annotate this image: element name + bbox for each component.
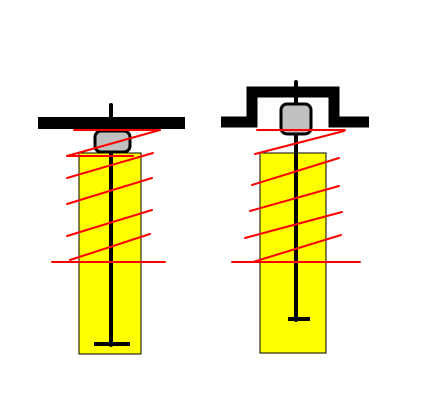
right-bracket <box>221 86 369 128</box>
right-assembly <box>221 80 369 354</box>
left-assembly <box>38 103 185 355</box>
left-nut <box>93 129 132 154</box>
right-spring-coil <box>231 129 361 263</box>
right-nut <box>279 102 313 136</box>
left-spring-coil <box>51 129 166 263</box>
left-top-plate <box>38 117 185 129</box>
right-yellow-column <box>259 152 327 354</box>
